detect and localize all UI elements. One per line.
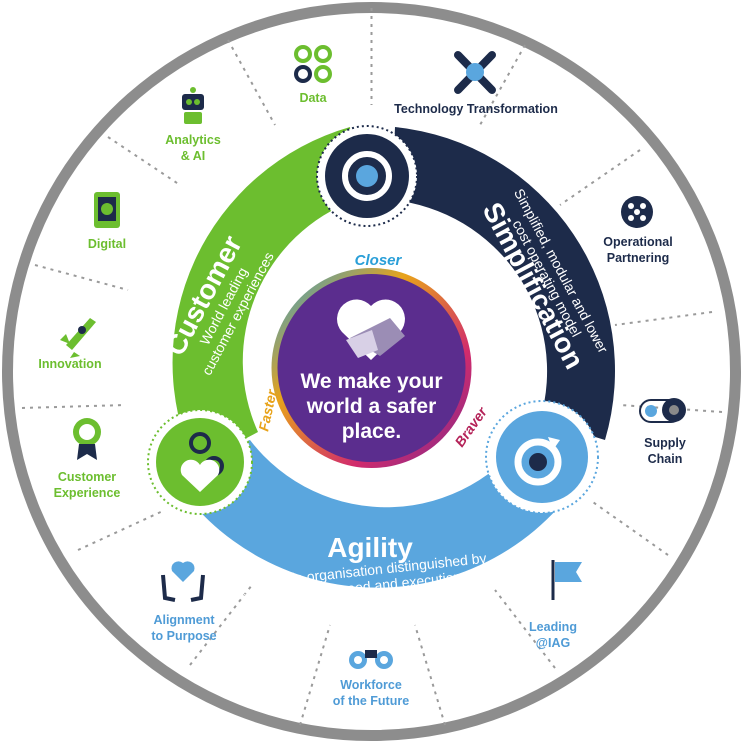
label-workforce-1: Workforce — [340, 678, 402, 692]
label-operational-1: Operational — [603, 235, 672, 249]
label-operational-2: Partnering — [607, 251, 670, 265]
tablet-icon — [94, 192, 120, 228]
label-cx-1: Customer — [58, 470, 116, 484]
tools-cross-icon — [454, 51, 496, 94]
handshake-heart-icon — [337, 299, 405, 360]
label-leading-1: Leading — [529, 620, 577, 634]
label-analytics-1: Analytics — [165, 133, 221, 147]
label-alignment-2: to Purpose — [151, 629, 216, 643]
center-line-2: world a safer — [306, 395, 437, 418]
customer-arc — [172, 127, 355, 465]
award-icon — [73, 418, 101, 460]
label-innovation: Innovation — [38, 357, 101, 371]
customer-text: Customer World leading customer experien… — [159, 230, 277, 377]
center-line-1: We make your — [300, 370, 442, 393]
label-cx-2: Experience — [54, 486, 121, 500]
rocket-icon — [60, 318, 96, 358]
word-closer: Closer — [355, 252, 403, 269]
hands-heart-icon — [161, 561, 205, 602]
network-icon — [621, 196, 653, 228]
flag-icon — [551, 560, 582, 600]
label-digital: Digital — [88, 237, 126, 251]
label-technology: Technology Transformation — [394, 102, 558, 116]
label-data: Data — [299, 91, 327, 105]
customer-node — [147, 409, 253, 515]
agility-node — [485, 400, 599, 514]
label-alignment-1: Alignment — [153, 613, 215, 627]
label-supply-2: Chain — [648, 452, 683, 466]
agility-title: Agility — [327, 532, 413, 563]
simplification-node — [316, 125, 418, 227]
simplification-arc — [392, 127, 615, 440]
conveyor-icon — [639, 398, 686, 423]
label-workforce-2: of the Future — [333, 694, 409, 708]
agility-arc — [168, 430, 595, 588]
center-circle — [277, 274, 466, 462]
label-supply-1: Supply — [644, 436, 686, 450]
label-leading-2: @IAG — [536, 636, 570, 650]
radial-dividers — [21, 8, 723, 726]
data-icon — [294, 45, 332, 83]
label-analytics-2: & AI — [181, 149, 206, 163]
binoculars-icon — [349, 650, 393, 669]
center-line-3: place. — [342, 420, 402, 443]
robot-icon — [182, 87, 204, 124]
